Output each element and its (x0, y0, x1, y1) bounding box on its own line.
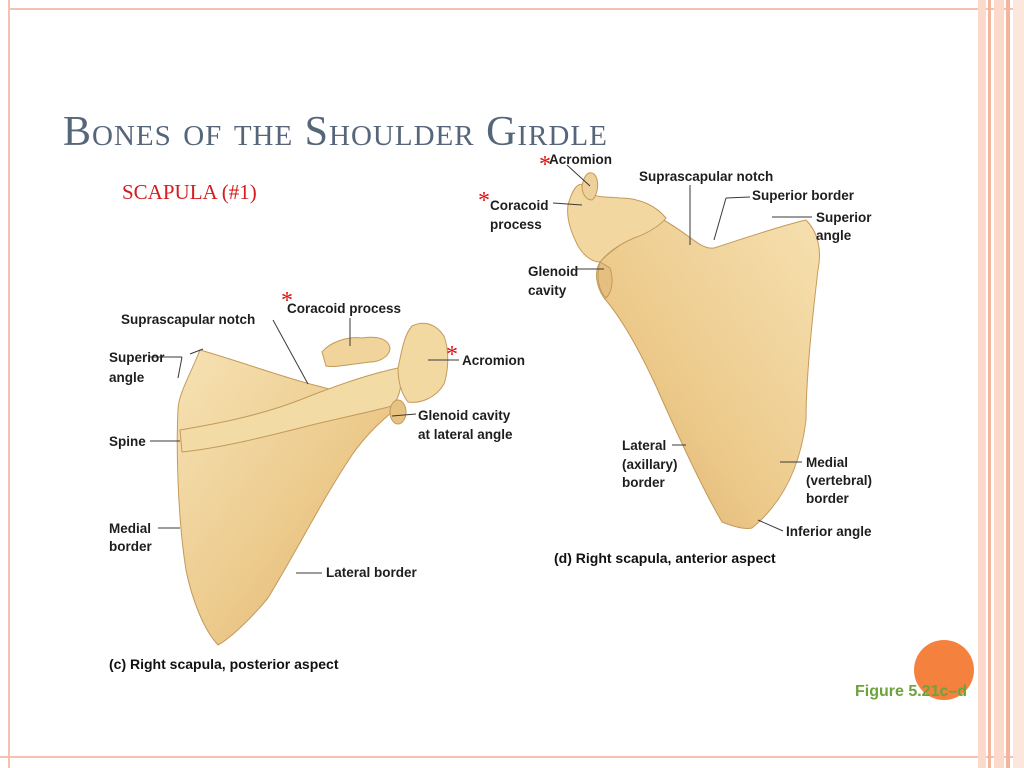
posterior-label-medial-border-line2: border (109, 539, 153, 554)
anterior-label-lateral-border-line1: Lateral (622, 438, 666, 453)
anterior-scapula-drawing (567, 172, 820, 529)
posterior-label-glenoid-line1: Glenoid cavity (418, 408, 511, 423)
posterior-label-lateral-border: Lateral border (326, 565, 418, 580)
slide-frame-bottom (0, 756, 1024, 768)
anterior-label-medial-border-line3: border (806, 491, 850, 506)
anterior-label-coracoid-line2: process (490, 217, 542, 232)
slide-frame-top (0, 0, 1024, 10)
slide-frame-left (0, 0, 10, 768)
anterior-label-suprascapular-notch: Suprascapular notch (639, 169, 773, 184)
posterior-label-medial-border-line1: Medial (109, 521, 151, 536)
anterior-label-superior-angle-line2: angle (816, 228, 852, 243)
posterior-label-superior-angle-line1: Superior (109, 350, 165, 365)
posterior-acromion-asterisk: * (446, 342, 458, 368)
anterior-label-superior-angle-line1: Superior (816, 210, 872, 225)
anterior-label-lateral-border-line3: border (622, 475, 666, 490)
posterior-label-glenoid-line2: at lateral angle (418, 427, 513, 442)
anterior-acromion-asterisk: * (539, 152, 551, 178)
slide-title: Bones of the Shoulder Girdle (63, 109, 608, 155)
posterior-leader-lines (150, 318, 459, 574)
anterior-leader-lines (552, 164, 812, 532)
anterior-caption: (d) Right scapula, anterior aspect (554, 550, 776, 566)
decorative-stripes (978, 0, 1024, 768)
anterior-label-medial-border-line1: Medial (806, 455, 848, 470)
anterior-label-superior-border: Superior border (752, 188, 855, 203)
decorative-circle (914, 640, 974, 700)
anterior-label-coracoid-line1: Coracoid (490, 198, 549, 213)
slide-subtitle: SCAPULA (#1) (122, 180, 257, 204)
anterior-label-lateral-border-line2: (axillary) (622, 457, 678, 472)
anterior-label-inferior-angle: Inferior angle (786, 524, 872, 539)
posterior-label-suprascapular-notch: Suprascapular notch (121, 312, 255, 327)
posterior-label-acromion: Acromion (462, 353, 525, 368)
posterior-coracoid-asterisk: * (281, 288, 293, 314)
posterior-scapula-drawing (176, 322, 449, 646)
posterior-label-superior-angle-line2: angle (109, 370, 145, 385)
posterior-label-coracoid-process: Coracoid process (287, 301, 401, 316)
anterior-label-medial-border-line2: (vertebral) (806, 473, 872, 488)
anterior-label-glenoid-line2: cavity (528, 283, 567, 298)
figure-reference: Figure 5.21c–d (855, 683, 968, 700)
anterior-coracoid-asterisk: * (478, 188, 490, 214)
anterior-label-glenoid-line1: Glenoid (528, 264, 578, 279)
anterior-label-acromion: Acromion (549, 152, 612, 167)
posterior-label-spine: Spine (109, 434, 146, 449)
posterior-caption: (c) Right scapula, posterior aspect (109, 656, 339, 672)
